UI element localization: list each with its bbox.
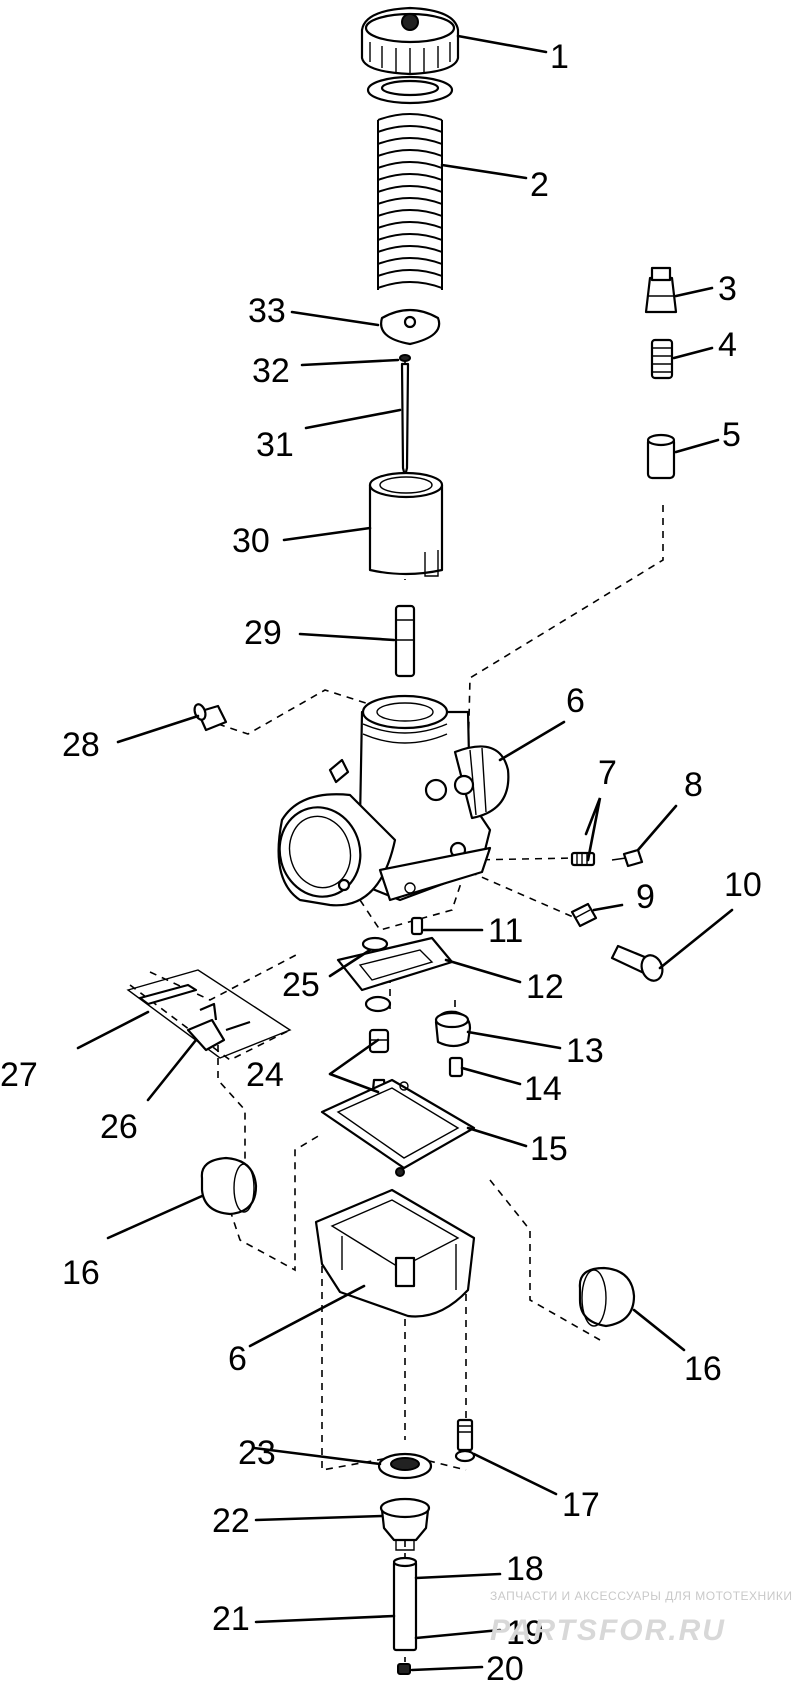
part-21-tube [392, 1556, 418, 1652]
part-washer [364, 995, 392, 1013]
part-11-jet [410, 916, 424, 936]
part-9-screw [570, 902, 598, 928]
callout-16-right: 16 [684, 1350, 722, 1388]
callout-14: 14 [524, 1070, 562, 1108]
part-15-bowl-gasket [320, 1078, 476, 1170]
callout-10: 10 [724, 866, 762, 904]
callout-27: 27 [0, 1056, 38, 1094]
part-12-gasket [336, 936, 454, 992]
callout-32: 32 [252, 352, 290, 390]
part-13-holder [434, 1010, 472, 1048]
part-2-spring [377, 108, 443, 298]
callout-24: 24 [246, 1056, 284, 1094]
callout-21: 21 [212, 1600, 250, 1638]
part-29-needle-jet [394, 604, 416, 678]
callout-1: 1 [550, 38, 569, 76]
callout-20: 20 [486, 1650, 524, 1681]
part-1-washer [366, 75, 454, 105]
callout-3: 3 [718, 270, 737, 308]
callout-22: 22 [212, 1502, 250, 1540]
callout-16-left: 16 [62, 1254, 100, 1292]
part-31-jet-needle [400, 362, 410, 478]
part-7-spring [570, 851, 596, 867]
part-33-retainer-plate [380, 308, 441, 346]
callout-17: 17 [562, 1486, 600, 1524]
part-16-float-right [578, 1266, 636, 1328]
callout-30: 30 [232, 522, 270, 560]
part-28-plug [193, 703, 228, 732]
callout-12: 12 [526, 968, 564, 1006]
part-30-throttle-slide [368, 471, 444, 577]
part-27-bracket [126, 969, 292, 1059]
part-4-spring [650, 338, 674, 380]
callout-18: 18 [506, 1550, 544, 1588]
part-5-sleeve [646, 433, 676, 480]
callout-11: 11 [488, 912, 523, 950]
callout-9: 9 [636, 878, 655, 916]
watermark: ЗАПЧАСТИ И АКСЕССУАРЫ ДЛЯ МОТОТЕХНИКИ PA… [490, 1589, 792, 1647]
part-17-bolt [454, 1418, 476, 1463]
callout-28: 28 [62, 726, 100, 764]
callout-26: 26 [100, 1108, 138, 1146]
callout-6-body: 6 [566, 682, 585, 720]
part-6-carburetor-body [277, 694, 510, 907]
watermark-logo: PARTSFOR.RU [490, 1614, 726, 1647]
part-32-e-clip [399, 354, 411, 362]
part-14-main-jet [448, 1056, 464, 1078]
part-3-fitting [644, 266, 678, 314]
callout-7: 7 [598, 754, 617, 792]
callout-4: 4 [718, 326, 737, 364]
part-16-float-left [200, 1156, 258, 1216]
callout-19: 19 [506, 1614, 544, 1652]
callout-13: 13 [566, 1032, 604, 1070]
callout-29: 29 [244, 614, 282, 652]
callout-15: 15 [530, 1130, 568, 1168]
part-1-top-cap [360, 6, 460, 76]
part-25-o-ring [361, 936, 389, 952]
part-6-float-bowl [314, 1167, 476, 1318]
part-20-screw [397, 1663, 411, 1675]
part-26-float-arm [186, 1002, 251, 1052]
part-10-bolt [610, 944, 664, 982]
callout-23: 23 [238, 1434, 276, 1472]
callout-25: 25 [282, 966, 320, 1004]
callout-5: 5 [722, 416, 741, 454]
part-8-screw [611, 848, 644, 868]
callout-2: 2 [530, 166, 549, 204]
callout-numbers: 1 2 3 4 5 6 7 8 9 10 11 12 13 14 15 16 1… [0, 38, 762, 1681]
callout-6-bowl: 6 [228, 1340, 247, 1378]
watermark-tagline: ЗАПЧАСТИ И АКСЕССУАРЫ ДЛЯ МОТОТЕХНИКИ [490, 1589, 792, 1603]
part-23-seal [377, 1452, 433, 1480]
callout-31: 31 [256, 426, 294, 464]
part-22-drain-plug [379, 1497, 431, 1551]
leader-lines [76, 34, 734, 1672]
callout-33: 33 [248, 292, 286, 330]
callout-8: 8 [684, 766, 703, 804]
